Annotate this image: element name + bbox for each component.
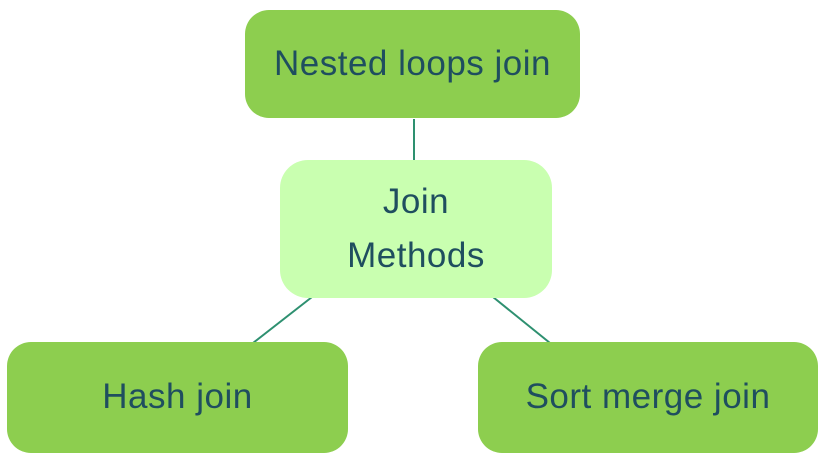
node-hash-join-label: Hash join xyxy=(102,377,253,417)
node-nested-loops-join: Nested loops join xyxy=(245,10,580,118)
connector-center-to-bottom-left-line xyxy=(252,296,313,344)
connector-center-to-bottom-right-line xyxy=(492,296,551,344)
node-sort-merge-join: Sort merge join xyxy=(478,342,818,453)
node-join-methods: Join Methods xyxy=(280,160,552,298)
node-join-methods-label-line2: Methods xyxy=(347,236,485,275)
node-nested-loops-join-label: Nested loops join xyxy=(274,43,551,83)
node-join-methods-label-line1: Join xyxy=(382,181,450,221)
node-hash-join: Hash join xyxy=(7,342,348,453)
node-sort-merge-join-label: Sort merge join xyxy=(525,377,771,417)
